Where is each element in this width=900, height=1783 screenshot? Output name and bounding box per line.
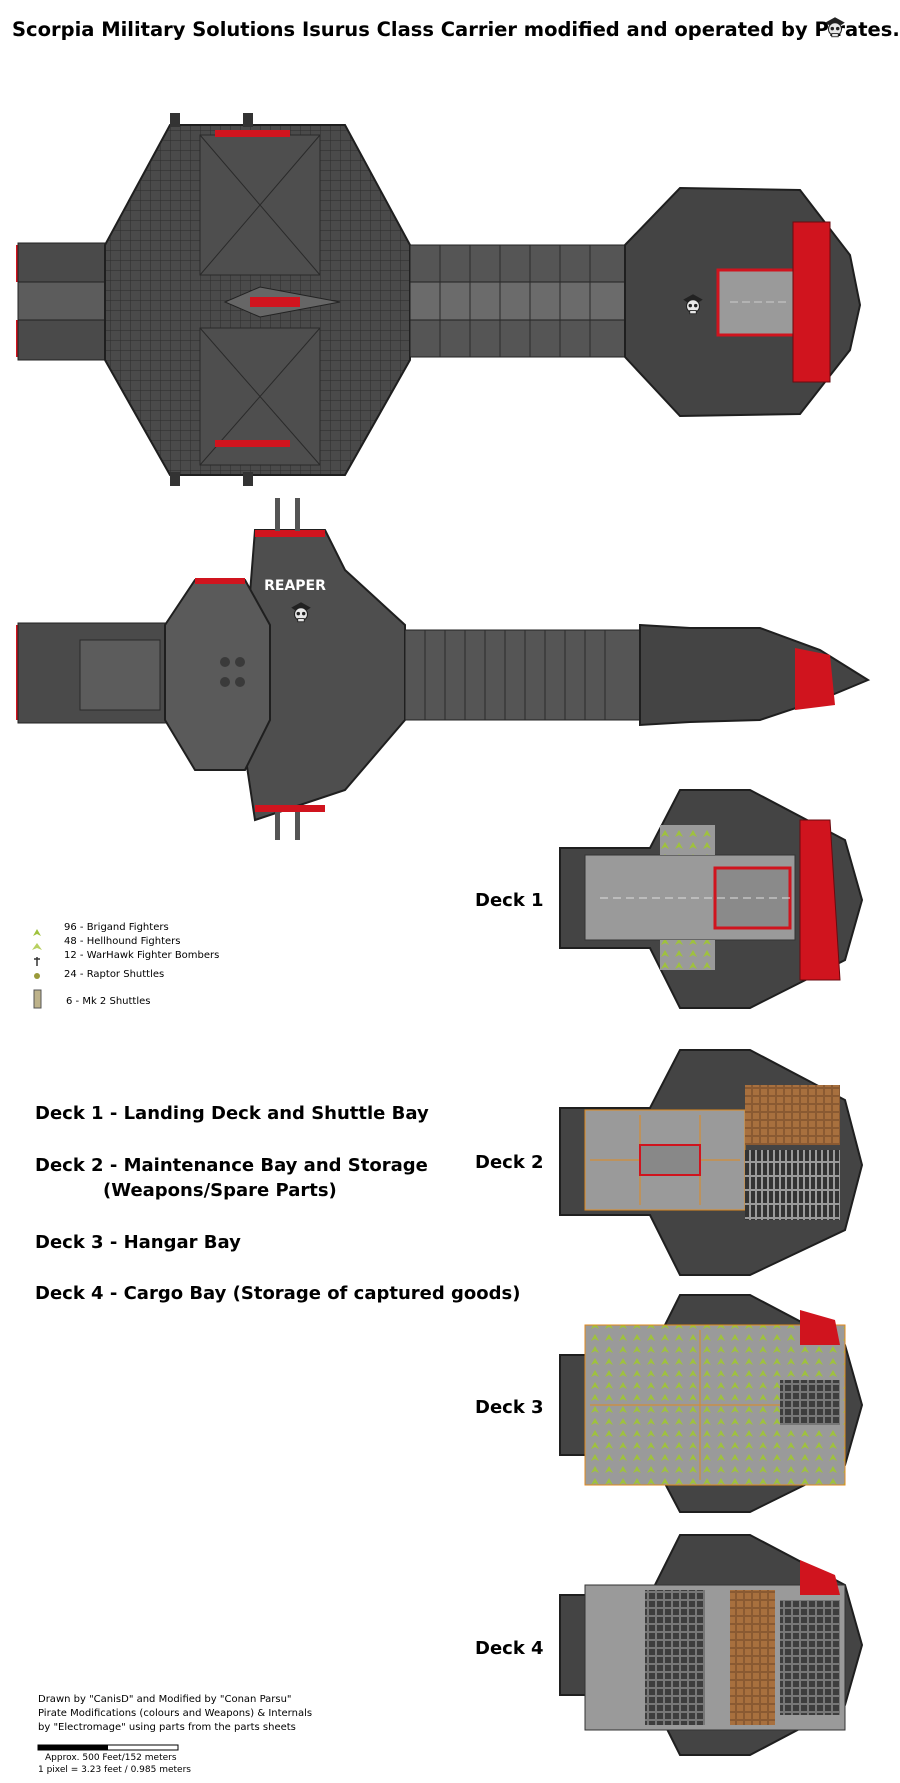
deck-1-label: Deck 1 — [475, 890, 544, 911]
deck-2-description: Deck 2 - Maintenance Bay and Storage — [35, 1155, 428, 1176]
deck-3-label: Deck 3 — [475, 1397, 544, 1418]
legend-brigand-fighters: 96 - Brigand Fighters — [64, 922, 169, 933]
legend-hellhound-fighters: 48 - Hellhound Fighters — [64, 936, 181, 947]
deck-2-description-continued: (Weapons/Spare Parts) — [103, 1180, 337, 1201]
page-title: Scorpia Military Solutions Isurus Class … — [12, 18, 900, 41]
deck-1-plan — [559, 789, 864, 1009]
brigand-fighter-icon — [33, 929, 41, 936]
side-view — [16, 498, 871, 840]
scale-bar — [37, 1744, 179, 1751]
deck-4-plan — [559, 1534, 864, 1756]
scale-pixel-text: 1 pixel = 3.23 feet / 0.985 meters — [38, 1765, 191, 1775]
hellhound-fighter-icon — [32, 943, 42, 950]
legend-warhawk-bombers: 12 - WarHawk Fighter Bombers — [64, 950, 220, 961]
credit-line-1: Drawn by "CanisD" and Modified by "Conan… — [38, 1694, 292, 1705]
legend-raptor-shuttles: 24 - Raptor Shuttles — [64, 969, 165, 980]
deck-3-description: Deck 3 - Hangar Bay — [35, 1232, 241, 1253]
deck-3-plan — [559, 1294, 864, 1513]
ship-name-label: REAPER — [264, 578, 326, 594]
credit-line-3: by "Electromage" using parts from the pa… — [38, 1722, 296, 1733]
deck-4-label: Deck 4 — [475, 1638, 544, 1659]
scale-length-text: Approx. 500 Feet/152 meters — [45, 1753, 177, 1763]
deck-2-label: Deck 2 — [475, 1152, 544, 1173]
deck-2-plan — [559, 1049, 864, 1276]
raptor-shuttle-icon — [34, 973, 40, 979]
deck-4-description: Deck 4 - Cargo Bay (Storage of captured … — [35, 1283, 521, 1304]
mk2-shuttle-icon — [33, 989, 42, 1009]
deck-1-description: Deck 1 - Landing Deck and Shuttle Bay — [35, 1103, 429, 1124]
legend-mk2-shuttles: 6 - Mk 2 Shuttles — [66, 996, 151, 1007]
legend-icons — [32, 929, 42, 1009]
credit-line-2: Pirate Modifications (colours and Weapon… — [38, 1708, 313, 1719]
skull-emblem-icon — [824, 16, 846, 38]
warhawk-bomber-icon — [34, 957, 40, 966]
top-view — [16, 113, 862, 486]
